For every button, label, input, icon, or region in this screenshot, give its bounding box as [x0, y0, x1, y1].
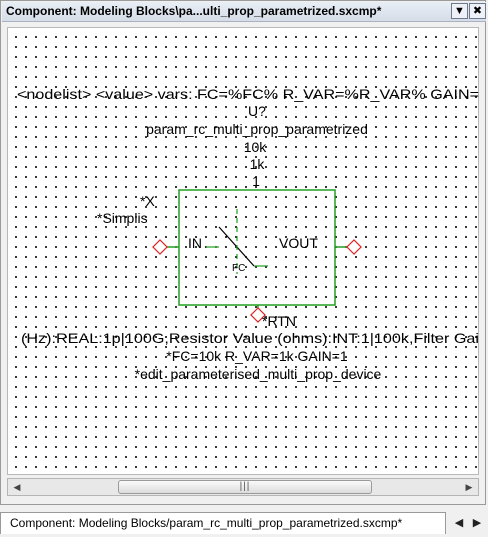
- schematic-svg: <nodelist> <value> vars: FC=%FC% R_VAR=%…: [17, 86, 479, 382]
- ref-label: U?: [248, 103, 266, 119]
- horizontal-scrollbar[interactable]: ◀ ||| ▶: [7, 478, 479, 496]
- fc-value-label: 10k: [244, 139, 268, 155]
- in-pin-label: IN: [188, 235, 202, 251]
- rvar-value-label: 1k: [250, 156, 266, 172]
- fc-pin-label: FC: [232, 263, 245, 274]
- vout-pin-label: VOUT: [279, 235, 318, 251]
- out-pin-marker[interactable]: [346, 239, 362, 255]
- chevron-down-icon[interactable]: ▼: [451, 3, 468, 19]
- close-icon[interactable]: ✖: [469, 3, 486, 19]
- triangle-right-icon[interactable]: ▶: [472, 517, 482, 529]
- schematic-canvas[interactable]: <nodelist> <value> vars: FC=%FC% R_VAR=%…: [7, 27, 479, 475]
- rtn-label: *RTN: [262, 313, 296, 329]
- param-defaults-line: *FC=10k R_VAR=1k GAIN=1: [166, 348, 348, 364]
- rtn-pin-marker[interactable]: [250, 307, 266, 323]
- pin-x-label: *X: [140, 193, 155, 209]
- in-pin-marker[interactable]: [152, 239, 168, 255]
- edit-command-line: *edit_parameterised_multi_prop_device: [135, 366, 382, 382]
- model-name-label: param_rc_multi_prop_parametrized: [146, 121, 368, 137]
- window-title: Component: Modeling Blocks\pa...ulti_pro…: [6, 4, 382, 18]
- document-tab-bar: Component: Modeling Blocks/param_rc_mult…: [0, 509, 488, 537]
- nodelist-line: <nodelist> <value> vars: FC=%FC% R_VAR=%…: [17, 86, 479, 102]
- component-symbol[interactable]: IN VOUT FC: [152, 189, 362, 323]
- gain-value-label: 1: [252, 173, 260, 189]
- arrow-right-icon[interactable]: ▶: [465, 482, 473, 492]
- triangle-left-icon[interactable]: ◀: [454, 517, 464, 529]
- simplis-label: *Simplis: [97, 210, 148, 226]
- component-window: Component: Modeling Blocks\pa...ulti_pro…: [0, 0, 486, 505]
- tab-component[interactable]: Component: Modeling Blocks/param_rc_mult…: [0, 512, 446, 534]
- param-definition-line: (Hz):REAL:1p|100G,Resistor Value (ohms):…: [21, 330, 479, 346]
- arrow-left-icon[interactable]: ◀: [13, 482, 21, 492]
- scrollbar-thumb[interactable]: |||: [118, 480, 372, 494]
- window-titlebar[interactable]: Component: Modeling Blocks\pa...ulti_pro…: [2, 2, 486, 22]
